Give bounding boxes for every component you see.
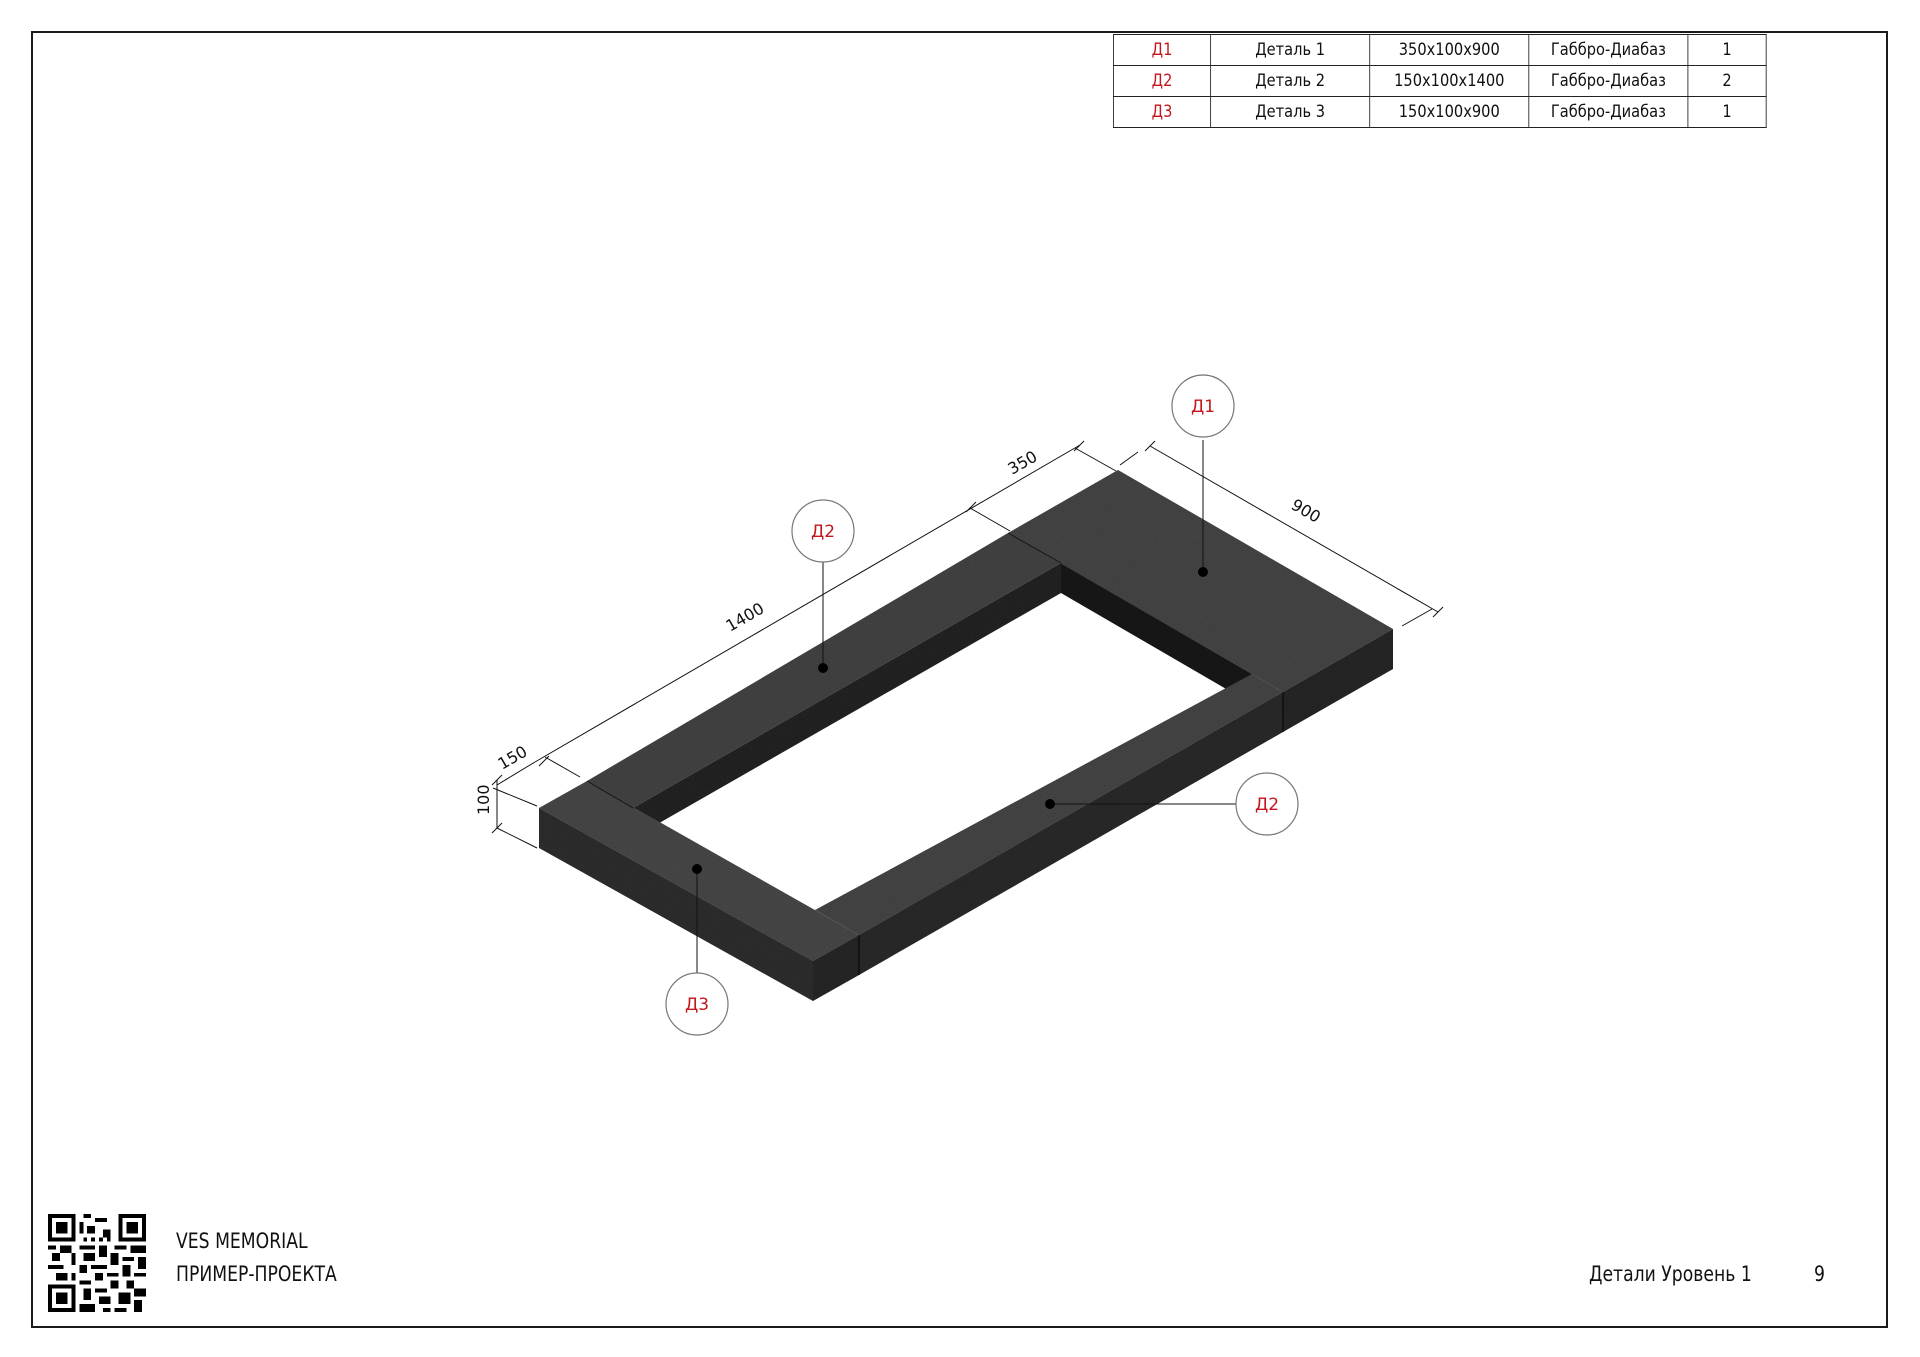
- callout-d2-back-label: Д2: [811, 522, 835, 542]
- sheet-title: Детали Уровень 1: [1589, 1262, 1752, 1286]
- parts-table: Д1 Деталь 1 350x100x900 Габбро-Диабаз 1 …: [1113, 34, 1767, 128]
- callout-d2-front: Д2: [1045, 772, 1299, 836]
- dimension-350: 350: [1005, 447, 1041, 479]
- dimension-900: 900: [1288, 495, 1324, 527]
- table-row: Д2 Деталь 2 150x100x1400 Габбро-Диабаз 2: [1113, 65, 1767, 97]
- part-name: Деталь 2: [1210, 65, 1371, 97]
- part-name: Деталь 1: [1210, 34, 1371, 66]
- inner-wall-d2-back: [633, 563, 1061, 838]
- table-row: Д1 Деталь 1 350x100x900 Габбро-Диабаз 1: [1113, 34, 1767, 66]
- project-name: ПРИМЕР-ПРОЕКТА: [176, 1262, 337, 1286]
- sheet-number: 9: [1814, 1262, 1825, 1286]
- part-material: Габбро-Диабаз: [1528, 65, 1689, 97]
- callout-d3-label: Д3: [685, 995, 709, 1015]
- part-d1-front: [1283, 629, 1393, 732]
- callout-d1: Д1: [1171, 374, 1235, 577]
- callout-d2-front-label: Д2: [1255, 795, 1279, 815]
- part-material: Габбро-Диабаз: [1528, 96, 1689, 128]
- dimension-1400: 1400: [723, 599, 768, 636]
- sheet-frame: [31, 31, 1888, 1328]
- part-size: 150x100x1400: [1369, 65, 1530, 97]
- part-d1-top: [1008, 470, 1393, 692]
- part-d3-front: [813, 935, 859, 1001]
- part-size: 350x100x900: [1369, 34, 1530, 66]
- qr-code-icon: [48, 1214, 146, 1312]
- callout-d1-label: Д1: [1191, 397, 1215, 417]
- dimension-100: 100: [474, 784, 493, 815]
- stone-frame: [539, 470, 1393, 1001]
- part-qty: 1: [1687, 96, 1767, 128]
- part-code: Д3: [1113, 96, 1212, 128]
- part-d2-front-side: [859, 692, 1283, 975]
- dimension-lines: [491, 440, 1444, 849]
- part-size: 150x100x900: [1369, 96, 1530, 128]
- dimension-150: 150: [495, 742, 531, 774]
- part-d3-left: [539, 808, 813, 1001]
- part-qty: 2: [1687, 65, 1767, 97]
- inner-wall-d1: [1061, 563, 1252, 704]
- callout-d3: Д3: [665, 864, 729, 1036]
- callout-d2-back: Д2: [791, 499, 855, 673]
- part-name: Деталь 3: [1210, 96, 1371, 128]
- table-row: Д3 Деталь 3 150x100x900 Габбро-Диабаз 1: [1113, 96, 1767, 128]
- company-name: VES MEMORIAL: [176, 1229, 308, 1253]
